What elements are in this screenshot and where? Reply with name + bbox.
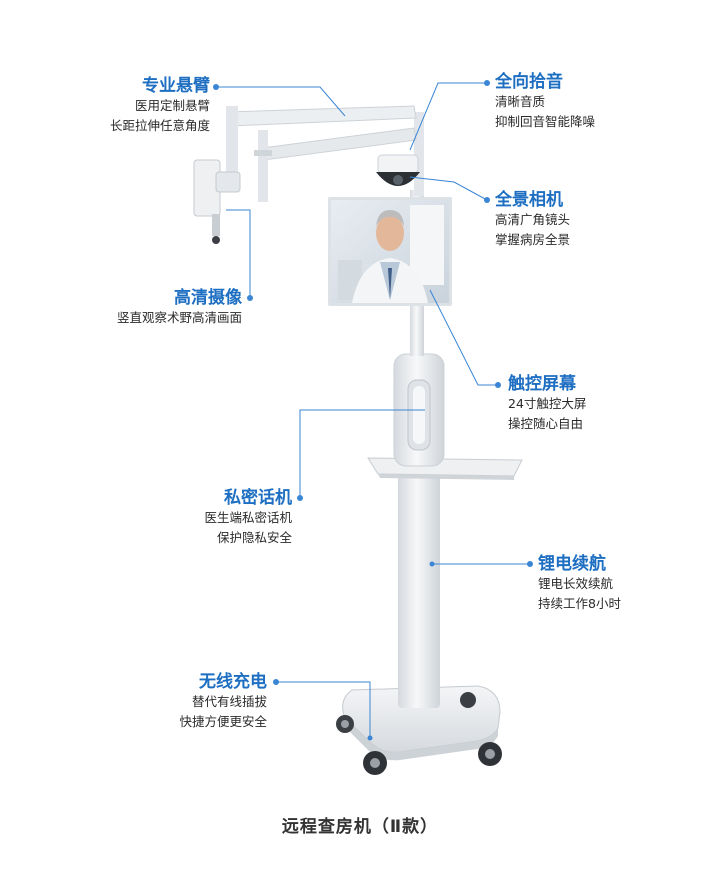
feature-touch-title: 触控屏幕 [508,374,576,394]
feature-hdcam: 高清摄像 竖直观察术野高清画面 [117,288,242,328]
feature-panorama-title: 全景相机 [495,190,563,210]
tray [367,457,523,480]
feature-battery-line-2: 持续工作8小时 [538,596,621,611]
feature-handset-line-2: 保护隐私安全 [216,530,292,545]
feature-panorama-line-1: 高清广角镜头 [495,212,571,227]
feature-charging-line-1: 替代有线插拔 [191,694,267,709]
hd-camera [193,159,241,244]
product-caption: 远程查房机（Ⅱ款） [281,817,439,837]
feature-handset: 私密话机 医生端私密话机 保护隐私安全 [204,488,292,548]
feature-touch-line-1: 24寸触控大屏 [508,396,587,411]
feature-battery: 锂电续航 锂电长效续航 持续工作8小时 [538,554,621,614]
feature-handset-line-1: 医生端私密话机 [204,510,292,525]
feature-touch: 触控屏幕 24寸触控大屏 操控随心自由 [508,374,586,434]
feature-arm: 专业悬臂 医用定制悬臂 长距拉伸任意角度 [110,76,210,136]
feature-handset-title: 私密话机 [224,488,292,508]
feature-panorama: 全景相机 高清广角镜头 掌握病房全景 [495,190,570,250]
feature-hdcam-line-1: 竖直观察术野高清画面 [116,310,242,325]
leader-lines [216,82,530,738]
feature-audio-title: 全向拾音 [495,72,563,92]
feature-panorama-line-2: 掌握病房全景 [495,232,571,247]
feature-audio-line-2: 抑制回音智能降噪 [495,114,596,129]
feature-arm-line-2: 长距拉伸任意角度 [109,118,210,133]
feature-charging-title: 无线充电 [199,672,267,692]
feature-audio: 全向拾音 清晰音质 抑制回音智能降噪 [495,72,595,132]
feature-charging-line-2: 快捷方便更安全 [179,714,267,729]
leader-dots [213,80,533,741]
feature-charging: 无线充电 替代有线插拔 快捷方便更安全 [179,672,267,732]
feature-arm-title: 专业悬臂 [142,76,210,96]
feature-arm-line-1: 医用定制悬臂 [134,98,210,113]
touch-screen [328,197,452,306]
main-column [398,470,440,708]
feature-touch-line-2: 操控随心自由 [508,416,584,431]
panoramic-camera [376,154,420,186]
feature-hdcam-title: 高清摄像 [174,288,242,308]
feature-battery-title: 锂电续航 [538,554,606,574]
articulating-arm [226,105,424,202]
caster-wheels [336,692,502,775]
feature-battery-line-1: 锂电长效续航 [538,576,614,591]
feature-audio-line-1: 清晰音质 [495,94,546,109]
